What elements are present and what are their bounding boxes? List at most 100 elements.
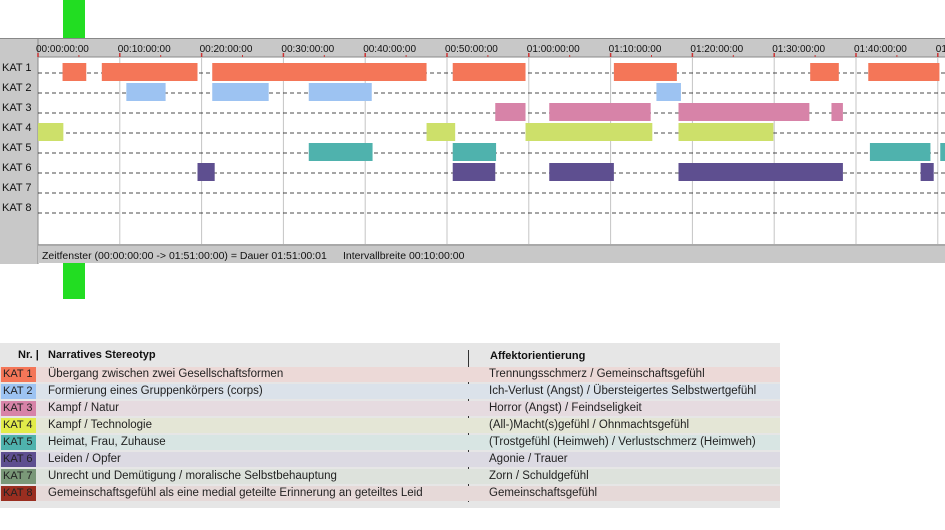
legend-stereotyp: Leiden / Opfer bbox=[48, 453, 121, 465]
timeline-segment bbox=[613, 63, 677, 81]
legend-affekt: Agonie / Trauer bbox=[489, 453, 568, 465]
timeline-segment bbox=[940, 143, 945, 161]
legend-row: KAT 7 Unrecht und Demütigung / moralische… bbox=[0, 468, 780, 485]
legend-row: KAT 5 Heimat, Frau, Zuhause (Trostgefühl (… bbox=[0, 434, 780, 451]
legend-row: KAT 1 Übergang zwischen zwei Gesellschaft… bbox=[0, 366, 780, 383]
timeline-tick-label: 01:30:00:00 bbox=[772, 44, 825, 55]
legend-row-band bbox=[0, 486, 780, 501]
green-marker-top[interactable] bbox=[63, 0, 85, 38]
legend-stereotyp: Formierung eines Gruppenkörpers (corps) bbox=[48, 385, 263, 397]
timeline-segment bbox=[452, 163, 496, 181]
timeline-segment bbox=[868, 63, 940, 81]
timeline-segment bbox=[525, 123, 653, 141]
timeline-tick-label: 00:10:00:00 bbox=[118, 44, 171, 55]
timeline-segment bbox=[549, 163, 614, 181]
timeline-segment bbox=[212, 63, 427, 81]
timeline-row-label: KAT 4 bbox=[2, 122, 32, 134]
legend-affekt: Ich-Verlust (Angst) / Übersteigertes Sel… bbox=[489, 385, 757, 397]
timeline-tick-label: 01:00:00:00 bbox=[527, 44, 580, 55]
timeline-segment bbox=[101, 63, 198, 81]
timeline-segment bbox=[426, 123, 456, 141]
timeline-tick-label: 01:10:00:00 bbox=[609, 44, 662, 55]
timeline-tick-label: 00:50:00:00 bbox=[445, 44, 498, 55]
legend-header-stereotyp: Narratives Stereotyp bbox=[48, 349, 156, 361]
timeline-status-bar bbox=[38, 245, 945, 263]
timeline-segment bbox=[549, 103, 651, 121]
timeline-segment bbox=[831, 103, 843, 121]
timeline-segment bbox=[308, 143, 373, 161]
legend-row: KAT 4 Kampf / Technologie (All-)Macht(s)ge… bbox=[0, 417, 780, 434]
timeline-segment bbox=[308, 83, 372, 101]
timeline-segment bbox=[678, 103, 810, 121]
legend-affekt: Trennungsschmerz / Gemeinschaftsgefühl bbox=[489, 368, 705, 380]
legend-affekt: (All-)Macht(s)gefühl / Ohnmachtsgefühl bbox=[489, 419, 690, 431]
timeline-segment bbox=[920, 163, 934, 181]
timeline-segment bbox=[678, 123, 774, 141]
legend-kat-swatch: KAT 3 bbox=[1, 401, 36, 416]
timeline-status-interval: Intervallbreite 00:10:00:00 bbox=[343, 250, 465, 262]
timeline-segment bbox=[38, 123, 64, 141]
legend-header-affekt: Affektorientierung bbox=[490, 350, 586, 362]
timeline-segment bbox=[62, 63, 87, 81]
timeline-tick-label: 00:20:00:00 bbox=[200, 44, 253, 55]
timeline-tick-label: 01:40:00:00 bbox=[854, 44, 907, 55]
legend-row-band bbox=[0, 469, 780, 484]
timeline-row-label: KAT 8 bbox=[2, 202, 32, 214]
legend-kat-swatch: KAT 1 bbox=[1, 367, 36, 382]
legend-row-band bbox=[0, 367, 780, 382]
timeline-segment bbox=[656, 83, 681, 101]
legend-kat-swatch: KAT 2 bbox=[1, 384, 36, 399]
legend-row-band bbox=[0, 452, 780, 467]
legend-row: KAT 3 Kampf / Natur Horror (Angst) / Feind… bbox=[0, 400, 780, 417]
legend-kat-swatch: KAT 5 bbox=[1, 435, 36, 450]
timeline-status-window: Zeitfenster (00:00:00:00 -> 01:51:00:00)… bbox=[42, 250, 327, 262]
legend-affekt: Horror (Angst) / Feindseligkeit bbox=[489, 402, 642, 414]
timeline-tick-label: 00:00:00:00 bbox=[36, 44, 89, 55]
timeline-chart: 00:00:00:00 00:10:00:00 00:20:00:00 00:30:0… bbox=[0, 39, 945, 264]
timeline-tick-label: 00:40:00:00 bbox=[363, 44, 416, 55]
legend-kat-swatch: KAT 6 bbox=[1, 452, 36, 467]
timeline-segment bbox=[810, 63, 839, 81]
legend-table: Nr. | Narratives Stereotyp Affektorienti… bbox=[0, 343, 780, 508]
legend-row-band bbox=[0, 435, 780, 450]
legend-row-band bbox=[0, 384, 780, 399]
legend-affekt: Zorn / Schuldgefühl bbox=[489, 470, 589, 482]
timeline-segment bbox=[452, 143, 497, 161]
legend-stereotyp: Kampf / Technologie bbox=[48, 419, 152, 431]
legend-stereotyp: Gemeinschaftsgefühl als eine medial gete… bbox=[48, 487, 423, 499]
legend-kat-swatch: KAT 8 bbox=[1, 486, 36, 501]
timeline-segment bbox=[678, 163, 843, 181]
legend-row: KAT 6 Leiden / Opfer Agonie / Trauer bbox=[0, 451, 780, 468]
legend-stereotyp: Unrecht und Demütigung / moralische Selb… bbox=[48, 470, 337, 482]
legend-affekt: Gemeinschaftsgefühl bbox=[489, 487, 598, 499]
timeline-row-label: KAT 3 bbox=[2, 102, 32, 114]
legend-stereotyp: Kampf / Natur bbox=[48, 402, 119, 414]
legend-row: KAT 8 Gemeinschaftsgefühl als eine medial… bbox=[0, 485, 780, 502]
legend-row-band bbox=[0, 401, 780, 416]
timeline-row-label: KAT 7 bbox=[2, 182, 32, 194]
legend-row: KAT 2 Formierung eines Gruppenkörpers (co… bbox=[0, 383, 780, 400]
timeline-tick-label: 01:20:00:00 bbox=[690, 44, 743, 55]
legend-affekt: (Trostgefühl (Heimweh) / Verlustschmerz … bbox=[489, 436, 756, 448]
timeline-segment bbox=[212, 83, 269, 101]
timeline-row-label-column bbox=[0, 39, 38, 264]
timeline-segment bbox=[495, 103, 526, 121]
timeline-row-label: KAT 6 bbox=[2, 162, 32, 174]
timeline-segment bbox=[197, 163, 215, 181]
timeline-tick-label: 01 bbox=[936, 44, 945, 55]
legend-row-band bbox=[0, 418, 780, 433]
timeline-segment bbox=[452, 63, 526, 81]
legend-stereotyp: Übergang zwischen zwei Gesellschaftsform… bbox=[48, 368, 284, 380]
timeline-panel: 00:00:00:00 00:10:00:00 00:20:00:00 00:30:0… bbox=[0, 38, 945, 264]
legend-kat-swatch: KAT 7 bbox=[1, 469, 36, 484]
green-marker-bottom[interactable] bbox=[63, 263, 85, 299]
timeline-segment bbox=[869, 143, 931, 161]
legend-kat-swatch: KAT 4 bbox=[1, 418, 36, 433]
timeline-row-label: KAT 1 bbox=[2, 62, 32, 74]
timeline-row-label: KAT 2 bbox=[2, 82, 32, 94]
legend-header-nr: Nr. | bbox=[18, 349, 39, 361]
timeline-segment bbox=[126, 83, 166, 101]
legend-stereotyp: Heimat, Frau, Zuhause bbox=[48, 436, 166, 448]
timeline-tick-label: 00:30:00:00 bbox=[281, 44, 334, 55]
timeline-row-label: KAT 5 bbox=[2, 142, 32, 154]
